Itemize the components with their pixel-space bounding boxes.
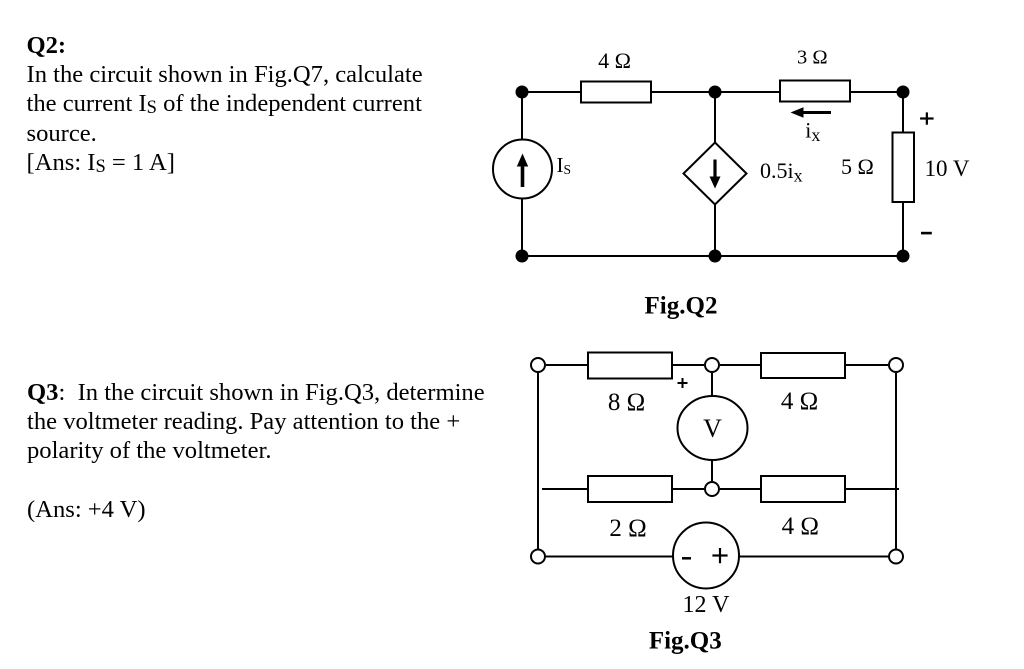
svg-text:4 Ω: 4 Ω (781, 388, 818, 415)
svg-text:0.5ix: 0.5ix (760, 158, 803, 186)
svg-text:V: V (703, 414, 722, 443)
svg-text:5 Ω: 5 Ω (841, 154, 874, 179)
svg-text:12 V: 12 V (683, 592, 731, 618)
svg-text:ix: ix (805, 118, 820, 146)
svg-text:Fig.Q2: Fig.Q2 (645, 293, 718, 320)
svg-text:10 V: 10 V (925, 156, 970, 181)
svg-text:8 Ω: 8 Ω (608, 389, 645, 416)
svg-text:2 Ω: 2 Ω (609, 515, 646, 542)
svg-text:Fig.Q3: Fig.Q3 (649, 628, 722, 655)
svg-text:4 Ω: 4 Ω (782, 513, 819, 540)
svg-text:IS: IS (557, 153, 572, 177)
svg-text:3 Ω: 3 Ω (797, 47, 828, 69)
svg-text:4 Ω: 4 Ω (598, 48, 631, 73)
